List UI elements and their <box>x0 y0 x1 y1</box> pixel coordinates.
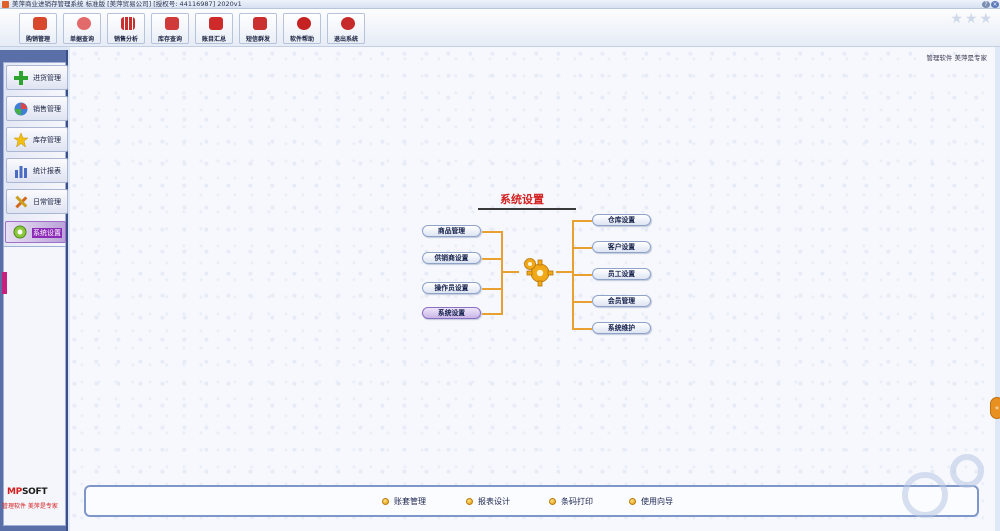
window-close-button[interactable]: × <box>991 1 999 8</box>
sidebar-item-sales[interactable]: 销售管理 <box>6 96 68 121</box>
node-system-settings[interactable]: 系统设置 <box>422 307 481 319</box>
node-supplier-settings[interactable]: 供销商设置 <box>422 252 481 264</box>
main-toolbar: 购销管理 单据查询 销售分析 库存查询 账目汇总 短信群发 软件帮助 退出系统 … <box>0 9 1000 47</box>
sidebar-item-system-settings[interactable]: 系统设置 <box>5 221 66 243</box>
globe-icon <box>14 102 28 116</box>
toolbar-button-software-help[interactable]: 软件帮助 <box>283 13 321 44</box>
toolbar-button-purchase-sales[interactable]: 购销管理 <box>19 13 57 44</box>
title-bar: 美萍商业进销存管理系统 标准版 [美萍贸易公司] [授权号: 44116987]… <box>0 0 1000 9</box>
sidebar: 进货管理 销售管理 库存管理 统计报表 日常管理 系统设置 MPSOFT 管理软… <box>0 50 68 531</box>
title-underline <box>478 208 576 210</box>
toolbar-button-label: 退出系统 <box>333 36 358 43</box>
toolbar-button-exit[interactable]: 退出系统 <box>327 13 365 44</box>
decorative-gears-icon <box>902 454 984 518</box>
node-member-management[interactable]: 会员管理 <box>592 295 651 307</box>
connector <box>572 220 592 222</box>
node-operator-settings[interactable]: 操作员设置 <box>422 282 481 294</box>
boxes-icon <box>165 17 179 30</box>
cart-icon <box>33 17 47 30</box>
gear-icon <box>524 258 554 287</box>
connector <box>572 328 592 330</box>
bullet-icon <box>549 498 556 505</box>
connector <box>556 271 573 273</box>
sidebar-item-inventory[interactable]: 库存管理 <box>6 127 68 152</box>
sidebar-item-label: 进货管理 <box>33 74 61 82</box>
header-slogan: 管理软件 美萍是专家 <box>926 54 987 62</box>
toolbar-button-label: 库存查询 <box>157 36 182 43</box>
bar-chart-icon <box>121 17 135 30</box>
sidebar-item-label: 销售管理 <box>33 105 61 113</box>
exit-icon <box>341 17 355 30</box>
sidebar-item-purchase[interactable]: 进货管理 <box>6 65 68 90</box>
quick-links-bar: 账套管理 报表设计 条码打印 使用向导 <box>84 485 979 517</box>
connector <box>501 231 503 315</box>
sidebar-lower-panel <box>3 246 66 526</box>
toolbar-button-label: 软件帮助 <box>289 36 314 43</box>
star-icon <box>14 133 28 147</box>
bullet-icon <box>466 498 473 505</box>
link-report-design[interactable]: 报表设计 <box>466 496 510 507</box>
connector <box>482 288 502 290</box>
node-customer-settings[interactable]: 客户设置 <box>592 241 651 253</box>
sidebar-item-label: 统计报表 <box>33 167 61 175</box>
node-product-management[interactable]: 商品管理 <box>422 225 481 237</box>
active-indicator <box>2 272 7 294</box>
brand-slogan: 管理软件 美萍是专家 <box>2 503 58 510</box>
toolbar-button-label: 单据查询 <box>69 36 94 43</box>
node-employee-settings[interactable]: 员工设置 <box>592 268 651 280</box>
connector <box>501 271 519 273</box>
sidebar-item-label: 库存管理 <box>33 136 61 144</box>
gear-icon <box>13 225 27 239</box>
connector <box>482 231 502 233</box>
sidebar-item-label: 日常管理 <box>33 198 61 206</box>
toolbar-button-stock-query[interactable]: 库存查询 <box>151 13 189 44</box>
brand-logo: MPSOFT <box>7 487 48 497</box>
toolbar-button-label: 销售分析 <box>113 36 138 43</box>
toolbar-button-label: 购销管理 <box>25 36 50 43</box>
connector <box>572 247 592 249</box>
toolbar-button-document-query[interactable]: 单据查询 <box>63 13 101 44</box>
link-account-management[interactable]: 账套管理 <box>382 496 426 507</box>
window-help-button[interactable]: ? <box>982 1 990 8</box>
window-title: 美萍商业进销存管理系统 标准版 [美萍贸易公司] [授权号: 44116987]… <box>12 0 242 8</box>
sidebar-item-daily[interactable]: 日常管理 <box>6 189 68 214</box>
toolbar-button-sms-broadcast[interactable]: 短信群发 <box>239 13 277 44</box>
link-barcode-print[interactable]: 条码打印 <box>549 496 593 507</box>
bar-chart-icon <box>15 166 27 178</box>
plus-icon <box>14 71 28 85</box>
help-icon <box>297 17 311 30</box>
search-icon <box>77 17 91 30</box>
bullet-icon <box>629 498 636 505</box>
connector <box>572 274 592 276</box>
connector <box>482 258 502 260</box>
toolbar-button-sales-analysis[interactable]: 销售分析 <box>107 13 145 44</box>
connector <box>572 301 592 303</box>
main-content: 管理软件 美萍是专家 系统设置 商品管理 供销商设置 操作员设置 系统设置 仓库… <box>70 47 995 531</box>
ledger-icon <box>209 17 223 30</box>
app-icon <box>2 1 9 8</box>
toolbar-button-account-summary[interactable]: 账目汇总 <box>195 13 233 44</box>
decorative-stars: ★★★ <box>950 11 994 27</box>
diagram-title: 系统设置 <box>500 193 544 206</box>
toolbar-button-label: 短信群发 <box>245 36 270 43</box>
sidebar-item-label: 系统设置 <box>32 228 62 238</box>
tools-icon <box>15 195 28 209</box>
mail-icon <box>253 17 267 30</box>
side-expand-handle[interactable]: « <box>990 397 1000 419</box>
node-system-maintenance[interactable]: 系统维护 <box>592 322 651 334</box>
link-usage-wizard[interactable]: 使用向导 <box>629 496 673 507</box>
sidebar-item-reports[interactable]: 统计报表 <box>6 158 68 183</box>
toolbar-button-label: 账目汇总 <box>201 36 226 43</box>
node-warehouse-settings[interactable]: 仓库设置 <box>592 214 651 226</box>
connector <box>482 313 502 315</box>
bullet-icon <box>382 498 389 505</box>
